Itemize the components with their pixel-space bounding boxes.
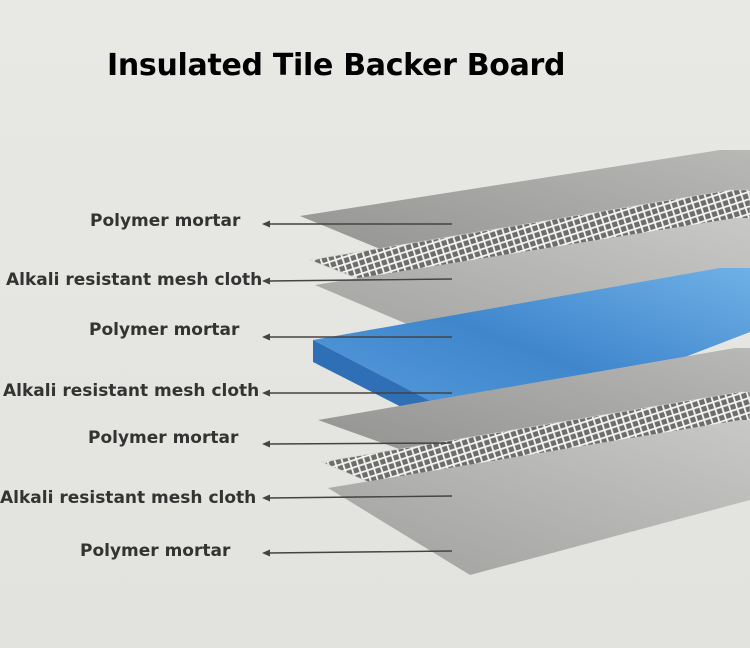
layer-label: Alkali resistant mesh cloth: [6, 270, 263, 290]
arrowhead-icon: [262, 220, 270, 228]
arrowhead-icon: [262, 440, 270, 448]
arrowhead-icon: [262, 549, 270, 557]
layer-label: Polymer mortar: [90, 211, 241, 231]
layer-label: Polymer mortar: [89, 320, 240, 340]
layer-label: Alkali resistant mesh cloth: [0, 488, 257, 508]
arrowhead-icon: [262, 494, 270, 502]
arrowhead-icon: [262, 277, 270, 285]
callout-arrow-line: [267, 550, 453, 554]
layer-foam-4: [313, 268, 750, 432]
layer-label: Polymer mortar: [88, 428, 239, 448]
callout-arrow-line: [267, 278, 453, 282]
arrowhead-icon: [262, 333, 270, 341]
arrowhead-icon: [262, 389, 270, 397]
layer-mortar-7: [328, 420, 750, 575]
callout-arrow-line: [267, 442, 453, 445]
callout-arrow-line: [267, 495, 453, 499]
layer-label: Alkali resistant mesh cloth: [3, 381, 260, 401]
diagram-title: Insulated Tile Backer Board: [107, 48, 566, 83]
layer-label: Polymer mortar: [80, 541, 231, 561]
